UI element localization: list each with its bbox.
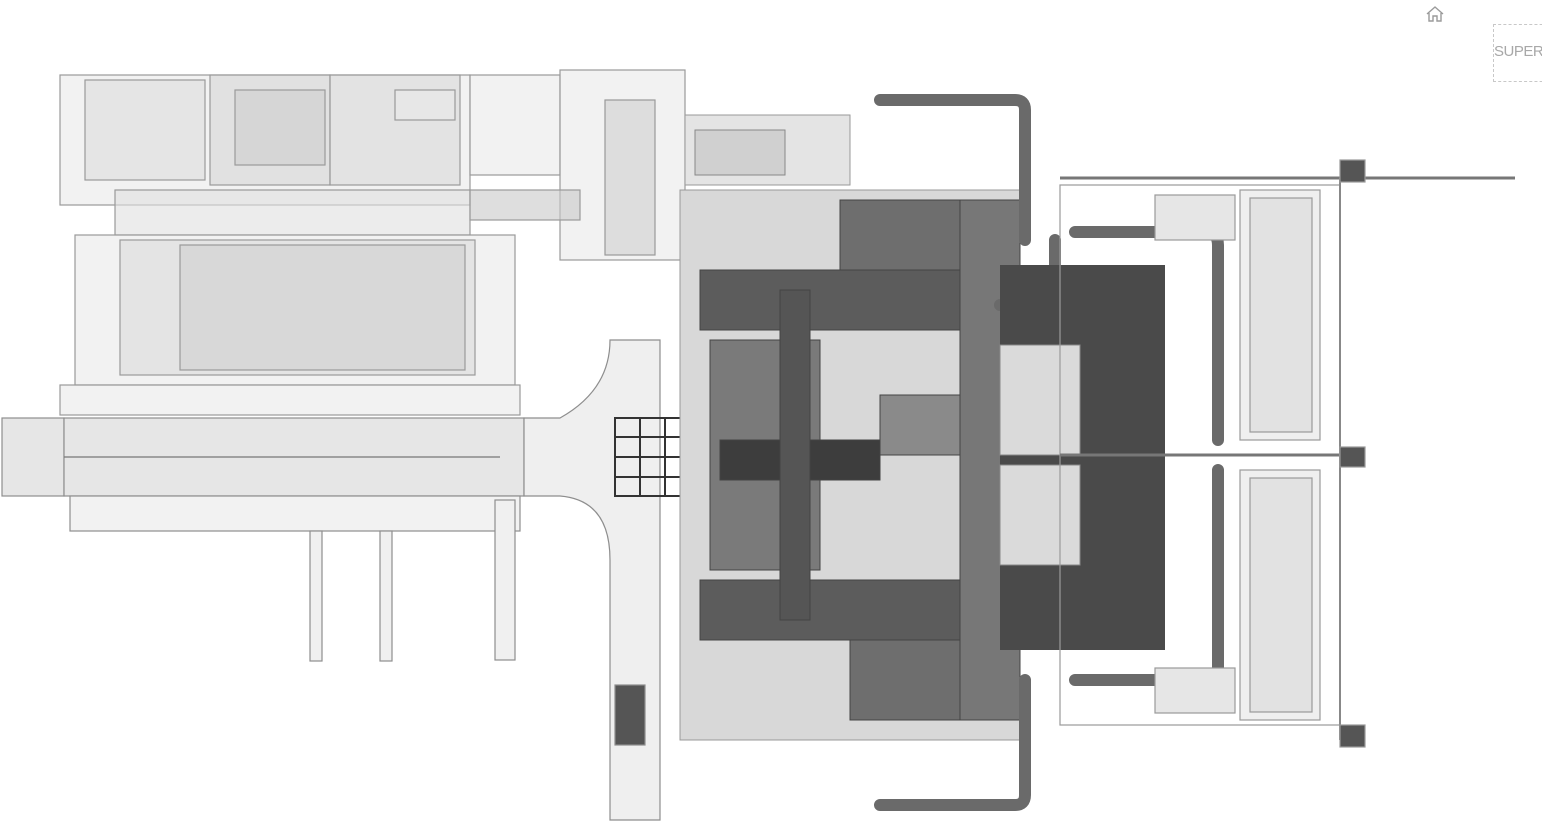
viewcube-face-label: SUPERIOR <box>1494 43 1542 60</box>
home-icon <box>1426 6 1444 22</box>
home-view-button[interactable] <box>1424 4 1446 24</box>
viewcube[interactable]: SUPERIOR <box>1493 24 1542 82</box>
floor-grating <box>999 265 1165 650</box>
right-structure <box>1059 159 1515 748</box>
corridor <box>1 339 661 821</box>
central-equipment <box>679 114 1081 741</box>
left-wing-structure <box>59 69 686 416</box>
